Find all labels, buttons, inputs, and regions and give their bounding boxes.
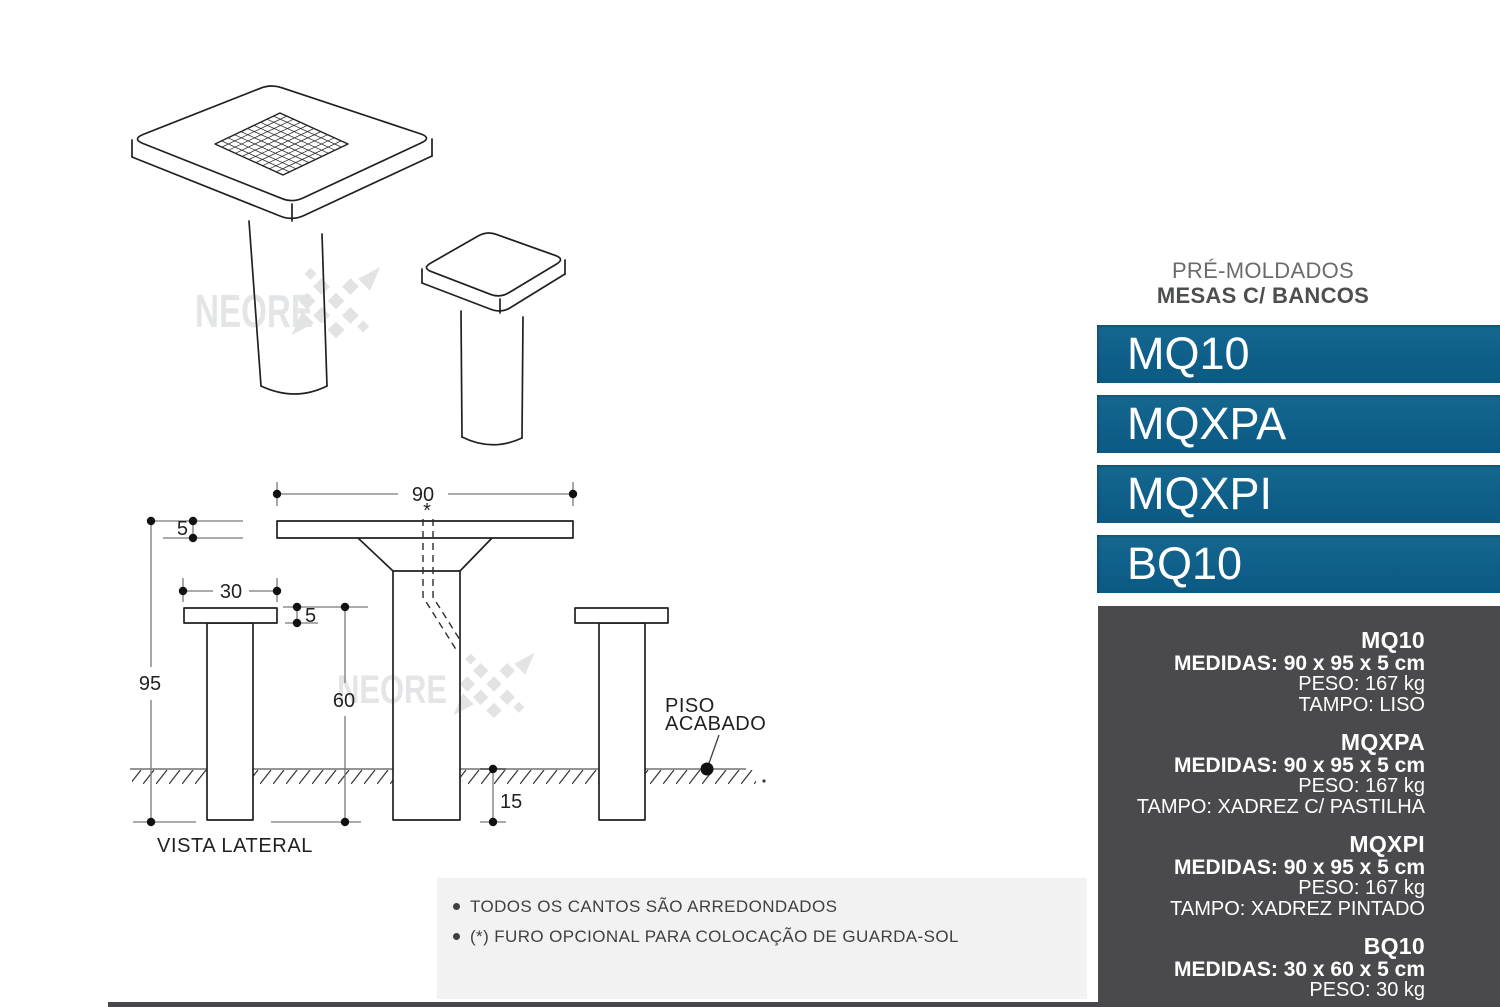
dim-bench-width: 30 xyxy=(178,578,282,603)
table-pedestal-bottom xyxy=(260,385,328,395)
spec-block-mq10: MQ10 MEDIDAS: 90 x 95 x 5 cm PESO: 167 k… xyxy=(1108,627,1425,716)
note-text: (*) FURO OPCIONAL PARA COLOCAÇÃO DE GUAR… xyxy=(470,927,959,946)
spec-tampo: TAMPO: XADREZ PINTADO xyxy=(1170,898,1425,920)
view-title: VISTA LATERAL xyxy=(157,835,313,857)
checker-inlay-grid xyxy=(221,115,342,173)
model-bar-mqxpi: MQXPI xyxy=(1097,465,1500,523)
dim-60-label: 60 xyxy=(333,690,355,712)
bench-right-pedestal xyxy=(598,622,646,821)
piso-acabado-callout: PISO ACABADO xyxy=(665,695,766,776)
note-item: (*) FURO OPCIONAL PARA COLOCAÇÃO DE GUAR… xyxy=(453,926,1069,947)
dim-table-thickness: 5 xyxy=(152,516,243,543)
spec-block-mqxpi: MQXPI MEDIDAS: 90 x 95 x 5 cm PESO: 167 … xyxy=(1108,831,1425,920)
dim-5-table-label: 5 xyxy=(177,518,188,540)
dim-buried-depth: 15 xyxy=(480,764,522,827)
model-bar-label: MQXPA xyxy=(1127,398,1287,449)
ground-hatch-end xyxy=(762,779,766,783)
bullet-icon xyxy=(453,903,460,910)
piso-label-line1: PISO xyxy=(665,695,715,717)
bench-left-pedestal xyxy=(206,622,254,821)
side-view: NEORE 90 * 5 xyxy=(130,482,766,857)
table-top-slab xyxy=(276,520,574,539)
neorex-watermark: NEORE xyxy=(195,267,381,339)
model-bar-mq10: MQ10 xyxy=(1097,325,1500,383)
section-header: PRÉ-MOLDADOS MESAS C/ BANCOS xyxy=(1098,258,1428,308)
spec-code: MQXPA xyxy=(1340,729,1425,755)
spec-tampo: TAMPO: LISO xyxy=(1298,694,1425,716)
table-top-bottom-edge xyxy=(131,155,433,220)
spec-code: MQ10 xyxy=(1361,627,1425,653)
spec-code: MQXPI xyxy=(1349,831,1425,857)
spec-peso: PESO: 167 kg xyxy=(1298,673,1425,695)
note-item: TODOS OS CANTOS SÃO ARREDONDADOS xyxy=(453,896,1069,917)
spec-panel: MQ10 MEDIDAS: 90 x 95 x 5 cm PESO: 167 k… xyxy=(1098,606,1500,1007)
model-bar-label: MQXPI xyxy=(1127,468,1273,519)
dim-table-width: 90 xyxy=(272,482,578,506)
section-header-line1: PRÉ-MOLDADOS xyxy=(1171,258,1355,283)
dim-95-label: 95 xyxy=(139,673,161,695)
isometric-view: NEORE xyxy=(131,85,566,446)
umbrella-hole-dashed-left xyxy=(422,519,458,652)
watermark-text: NEORE xyxy=(195,285,313,337)
note-text: TODOS OS CANTOS SÃO ARREDONDADOS xyxy=(470,897,838,916)
spec-medidas: MEDIDAS: 90 x 95 x 5 cm xyxy=(1174,754,1425,777)
dim-bench-height: 60 xyxy=(271,602,361,827)
stool-pedestal-bottom xyxy=(461,436,523,446)
stool-top-face xyxy=(425,232,562,297)
asterisk-mark: * xyxy=(423,500,431,522)
umbrella-hole-dashed-right xyxy=(432,519,461,641)
stool-top-bottom-edge xyxy=(421,273,566,312)
stool-pedestal-left-edge xyxy=(460,310,463,438)
spec-code: BQ10 xyxy=(1363,933,1425,959)
dim-15-label: 15 xyxy=(500,791,522,813)
spec-medidas: MEDIDAS: 90 x 95 x 5 cm xyxy=(1174,856,1425,879)
model-bar-label: BQ10 xyxy=(1127,538,1243,589)
table-pedestal xyxy=(392,570,461,821)
model-bar-mqxpa: MQXPA xyxy=(1097,395,1500,453)
notes-box: TODOS OS CANTOS SÃO ARREDONDADOS (*) FUR… xyxy=(437,878,1087,999)
bullet-icon xyxy=(453,933,460,940)
spec-peso: PESO: 30 kg xyxy=(1309,979,1425,1001)
spec-peso: PESO: 167 kg xyxy=(1298,877,1425,899)
spec-block-mqxpa: MQXPA MEDIDAS: 90 x 95 x 5 cm PESO: 167 … xyxy=(1108,729,1425,818)
technical-drawing: NEORE NEORE xyxy=(130,85,766,857)
spec-block-bq10: BQ10 MEDIDAS: 30 x 60 x 5 cm PESO: 30 kg xyxy=(1108,933,1425,1001)
dim-30-label: 30 xyxy=(220,581,242,603)
section-header-line2: MESAS C/ BANCOS xyxy=(1156,283,1370,308)
model-bar-label: MQ10 xyxy=(1127,328,1250,379)
bench-left-top xyxy=(183,607,278,624)
spec-medidas: MEDIDAS: 90 x 95 x 5 cm xyxy=(1174,652,1425,675)
spec-peso: PESO: 167 kg xyxy=(1298,775,1425,797)
model-bar-bq10: BQ10 xyxy=(1097,535,1500,593)
dim-90-label: 90 xyxy=(412,484,434,506)
dim-total-height: 95 xyxy=(133,516,196,827)
spec-tampo: TAMPO: XADREZ C/ PASTILHA xyxy=(1136,796,1425,818)
dim-5-bench-label: 5 xyxy=(305,605,316,627)
neorex-watermark-2: NEORE xyxy=(337,652,535,719)
stool-pedestal-right-edge xyxy=(521,316,524,439)
watermark-text-2: NEORE xyxy=(337,668,447,712)
table-pedestal-left-edge xyxy=(248,220,262,387)
table-support-flare xyxy=(357,537,493,572)
piso-label-line2: ACABADO xyxy=(665,713,766,735)
footer-rule xyxy=(108,1002,1500,1007)
bench-right-top xyxy=(574,607,669,624)
spec-medidas: MEDIDAS: 30 x 60 x 5 cm xyxy=(1174,958,1425,981)
dim-bench-thickness: 5 xyxy=(283,602,368,628)
checker-inlay-border xyxy=(214,112,349,176)
table-top-face xyxy=(136,85,428,202)
